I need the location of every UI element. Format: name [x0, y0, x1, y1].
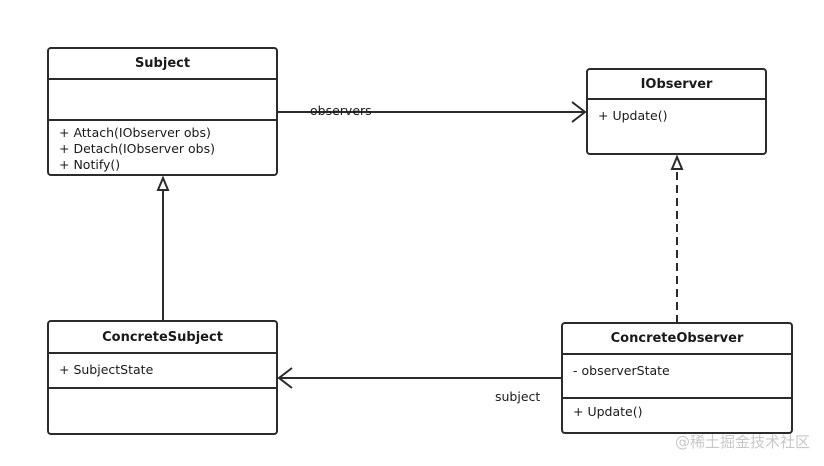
- attribute-subject-state: + SubjectState: [59, 362, 154, 377]
- association-subject-arrowhead: [277, 367, 293, 389]
- class-concrete-subject[interactable]: ConcreteSubject + SubjectState: [47, 320, 278, 435]
- class-subject-operations: + Attach(IObserver obs) + Detach(IObserv…: [49, 121, 276, 174]
- class-concrete-observer-name: ConcreteObserver: [563, 324, 791, 355]
- class-concrete-subject-operations: [49, 389, 276, 397]
- class-subject[interactable]: Subject + Attach(IObserver obs) + Detach…: [47, 47, 278, 176]
- attribute-observer-state: - observerState: [573, 363, 670, 378]
- watermark: @稀土掘金技术社区: [674, 433, 810, 451]
- class-iobserver[interactable]: IObserver + Update(): [586, 68, 767, 155]
- class-concrete-subject-name: ConcreteSubject: [49, 322, 276, 354]
- class-subject-attributes: [49, 80, 276, 121]
- class-concrete-observer-attributes: - observerState: [563, 355, 791, 399]
- class-concrete-subject-attributes: + SubjectState: [49, 354, 276, 389]
- class-iobserver-operations: + Update(): [588, 100, 765, 128]
- label-subject: subject: [495, 389, 541, 404]
- realization-arrowhead: [670, 154, 684, 170]
- generalization-arrowhead: [156, 175, 170, 191]
- operation-update: + Update(): [598, 108, 668, 123]
- class-subject-name: Subject: [49, 49, 276, 80]
- class-concrete-observer-operations: + Update(): [563, 399, 791, 424]
- operation-update: + Update(): [573, 404, 643, 419]
- operation-detach: + Detach(IObserver obs): [59, 141, 215, 156]
- operation-notify: + Notify(): [59, 157, 121, 172]
- label-observers: observers: [310, 103, 372, 118]
- class-iobserver-name: IObserver: [588, 70, 765, 100]
- operation-attach: + Attach(IObserver obs): [59, 125, 211, 140]
- class-concrete-observer[interactable]: ConcreteObserver - observerState + Updat…: [561, 322, 793, 434]
- association-observers-arrowhead: [571, 101, 587, 123]
